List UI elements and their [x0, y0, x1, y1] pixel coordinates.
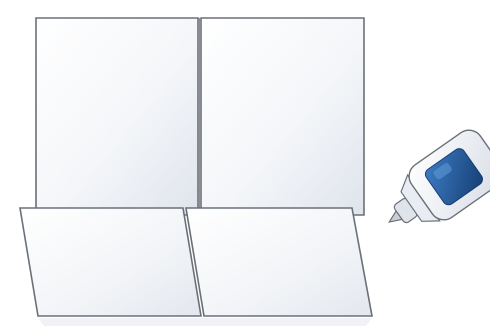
folder-right-panel: [201, 18, 364, 215]
folder: [20, 18, 372, 326]
folder-left-panel: [36, 18, 198, 215]
folder-left-pocket: [20, 208, 201, 316]
folder-right-pocket: [186, 208, 372, 316]
glue-bottle-icon: [371, 125, 490, 249]
folder-bottom-shadow: [38, 318, 372, 326]
